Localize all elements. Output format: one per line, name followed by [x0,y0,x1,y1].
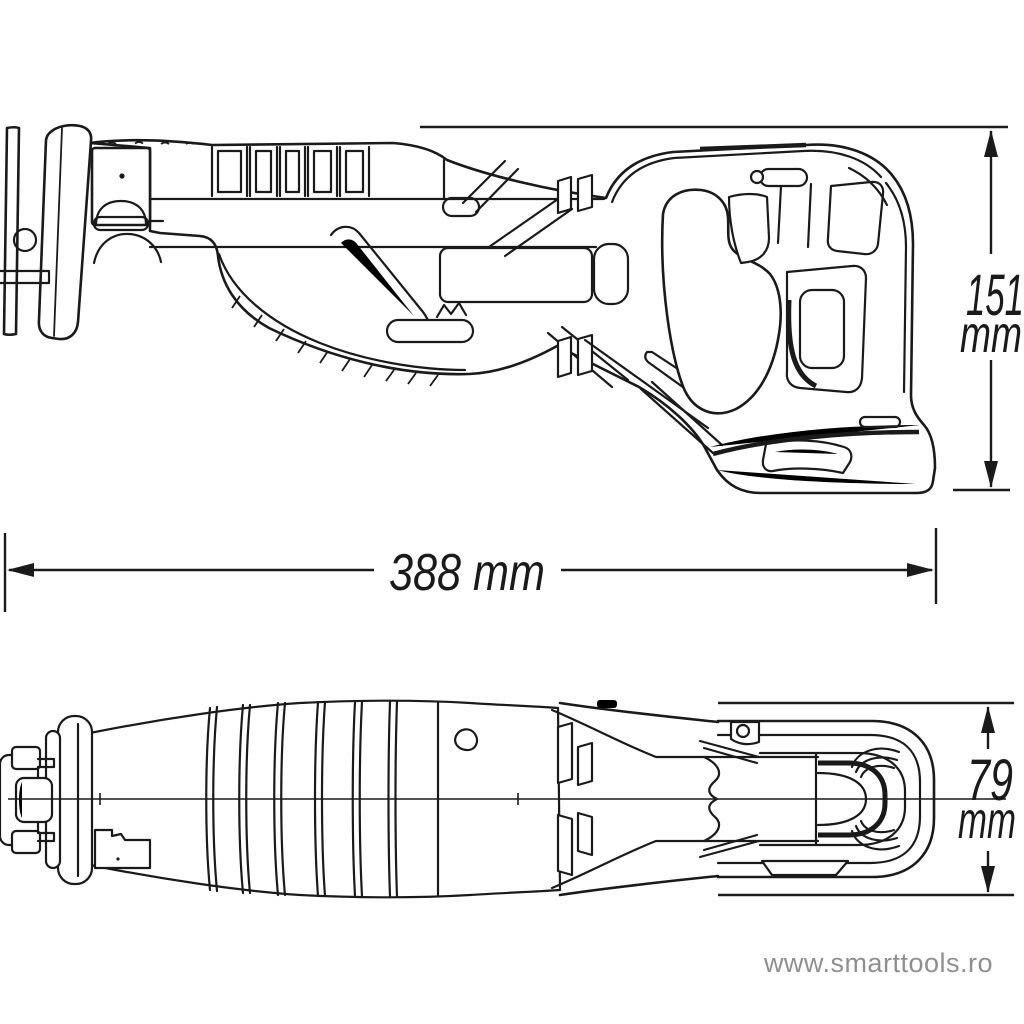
width-dimension: 79 mm [718,701,1016,897]
foot-slot [858,415,902,429]
pivot-shoe [0,125,165,337]
upper-grip-pad [826,180,885,256]
vent-slots-top [556,721,594,877]
top-view-drawing [0,699,1006,899]
length-dimension: 388 mm [3,528,938,612]
top-grip-ribs [210,145,371,198]
front-pommel-pad [385,318,475,344]
width-dimension-value: 79 [967,748,1013,813]
neck [550,700,820,897]
handle-opening [660,188,782,415]
rear-handle [610,142,908,415]
clamp-lever-top [93,828,152,870]
height-dimension-unit: mm [960,306,1022,364]
trigger [727,192,771,265]
centerline [8,793,1006,805]
clamp-screw-dot [119,173,125,179]
battery-foot [710,415,920,484]
side-view-drawing [0,123,937,495]
vent-slots [556,173,594,379]
arrowhead-left [7,563,34,577]
soft-grip-panel [785,264,868,394]
foot-pad [761,439,853,475]
grip-pads [850,747,901,851]
shoe-pivot-hole [12,227,38,253]
watermark-text: www.smarttools.ro [763,948,993,978]
blade-bar-window [438,246,594,304]
front-boot [37,123,93,341]
height-dimension: 151 mm [420,125,1024,492]
arrowhead-right [907,563,934,577]
housing-boss [454,728,479,752]
arrowhead-up [984,130,998,157]
spine-housing [148,158,630,306]
arrowhead-up2 [981,706,995,733]
blade-clamp [90,141,195,265]
lower-ribbed-band [217,252,467,387]
bar-end-pill [592,242,630,306]
arrowhead-down2 [981,866,995,893]
shoe-and-clamp-top [0,714,152,886]
latch-pad-top [760,859,850,877]
length-dimension-label: 388 mm [389,544,545,602]
arrowhead-down [984,461,998,488]
height-dimension-value: 151 [966,263,1024,328]
width-dimension-unit: mm [958,792,1016,850]
shaft-pill [441,196,481,218]
